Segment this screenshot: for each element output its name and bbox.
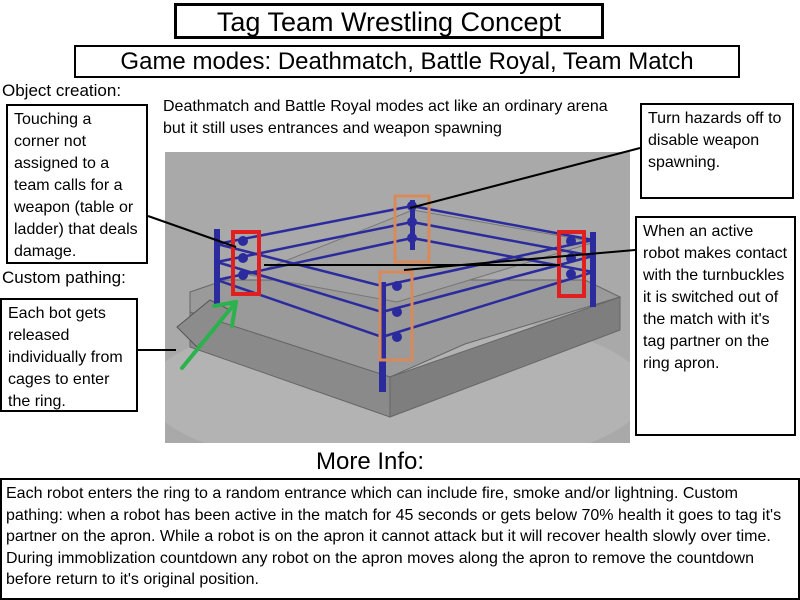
ring-post-left [214,229,220,304]
modes-description: Deathmatch and Battle Royal modes act li… [163,98,608,137]
ring-post-right [590,232,596,307]
wrestling-ring-illustration [165,152,630,443]
turnbuckle-tag-note: When an active robot makes contact with … [635,216,796,436]
bot-release-note: Each bot gets released individually from… [0,298,138,412]
object-creation-label: Object creation: [2,81,122,100]
ring-base-right [389,296,621,418]
hazards-note: Turn hazards off to disable weapon spawn… [640,103,794,199]
corner-weapon-note: Touching a corner not assigned to a team… [6,104,148,264]
red-corner-marker-left [231,230,261,296]
turnbuckles [238,201,576,342]
more-info-heading: More Info: [316,448,425,475]
game-modes-banner: Game modes: Deathmatch, Battle Royal, Te… [74,45,740,78]
custom-pathing-label: Custom pathing: [2,268,126,287]
orange-corner-marker-front [378,270,414,362]
page-title: Tag Team Wrestling Concept [174,3,604,39]
more-info-text: Each robot enters the ring to a random e… [0,478,800,600]
